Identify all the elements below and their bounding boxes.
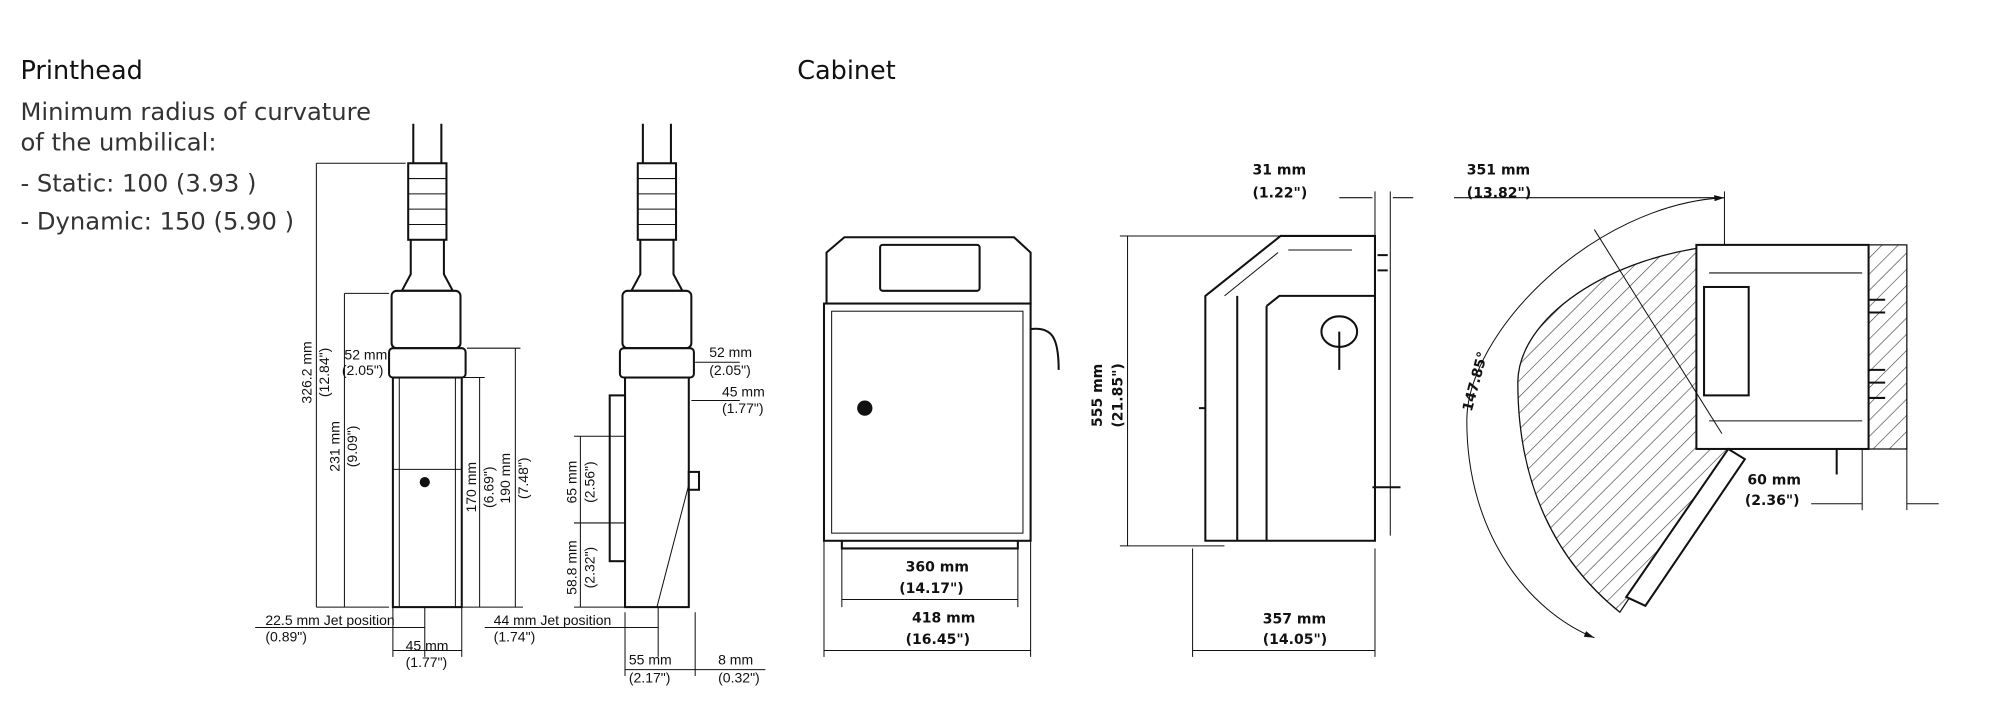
dim-jet-22-in: (0.89") bbox=[265, 629, 307, 645]
cabinet-side-view: 555 mm (21.85") 31 mm (1.22") 357 mm (14… bbox=[1090, 163, 1414, 657]
dim-360-mm: 360 mm bbox=[906, 559, 969, 575]
dim-angle: 147.85° bbox=[1460, 350, 1491, 413]
side-dim-52-in: (2.05") bbox=[709, 362, 751, 378]
dim-170-in: (6.69") bbox=[481, 466, 497, 508]
dim-351-in: (13.82") bbox=[1467, 186, 1531, 202]
cabinet-top-view: 351 mm (13.82") 147.85° 60 mm (2.36") bbox=[1454, 163, 1939, 639]
dim-351-mm: 351 mm bbox=[1467, 163, 1530, 179]
printhead-title: Printhead bbox=[20, 56, 142, 86]
dim-8-mm: 8 mm bbox=[718, 652, 753, 668]
curvature-line1: Minimum radius of curvature bbox=[20, 98, 371, 126]
dim-55-mm: 55 mm bbox=[629, 652, 672, 668]
dim-52-in: (2.05") bbox=[342, 362, 384, 378]
printhead-flange bbox=[388, 347, 467, 379]
dim-231-in: (9.09") bbox=[344, 426, 360, 468]
dim-357-in: (14.05") bbox=[1263, 632, 1327, 648]
dim-65-in: (2.56") bbox=[581, 461, 597, 503]
dim-418-mm: 418 mm bbox=[912, 610, 975, 626]
dim-58-in: (2.32") bbox=[581, 547, 597, 589]
dim-jet-44-in: (1.74") bbox=[494, 629, 536, 645]
printhead-screw-icon bbox=[419, 477, 430, 488]
printhead-side-view: 52 mm (2.05") 45 mm (1.77") 65 mm (2.56"… bbox=[484, 123, 766, 685]
dim-190-mm: 190 mm bbox=[497, 453, 513, 504]
curvature-line2: of the umbilical: bbox=[20, 129, 216, 157]
dim-326-mm: 326.2 mm bbox=[298, 341, 314, 403]
cabinet-front-view: 360 mm (14.17") 418 mm (16.45") bbox=[822, 236, 1060, 657]
side-dim-45-mm: 45 mm bbox=[722, 384, 765, 400]
dim-31-mm: 31 mm bbox=[1253, 163, 1307, 179]
dim-jet-44-mm: 44 mm Jet position bbox=[494, 612, 612, 628]
door-lock-icon bbox=[857, 400, 873, 416]
umbilical-connector bbox=[407, 162, 448, 241]
dim-555-in: (21.85") bbox=[1110, 363, 1126, 427]
printhead-body bbox=[391, 376, 463, 609]
cabinet-screen bbox=[879, 243, 981, 292]
printhead-front-view: 326.2 mm (12.84") 231 mm (9.09") 52 mm (… bbox=[255, 123, 531, 670]
dim-58-mm: 58.8 mm bbox=[564, 540, 580, 595]
dynamic-radius: - Dynamic: 150 (5.90 ) bbox=[20, 208, 294, 236]
dim-418-in: (16.45") bbox=[906, 632, 970, 648]
dim-60-mm: 60 mm bbox=[1747, 473, 1801, 489]
dim-65-mm: 65 mm bbox=[564, 461, 580, 504]
dim-52-mm: 52 mm bbox=[344, 347, 387, 363]
side-dim-52-mm: 52 mm bbox=[709, 344, 752, 360]
dim-55-in: (2.17") bbox=[629, 669, 671, 685]
cabinet-door bbox=[822, 302, 1032, 542]
dim-326-in: (12.84") bbox=[316, 348, 332, 397]
static-radius: - Static: 100 (3.93 ) bbox=[20, 169, 256, 197]
dim-31-in: (1.22") bbox=[1253, 186, 1308, 202]
cabinet-title: Cabinet bbox=[797, 56, 896, 86]
dim-231-mm: 231 mm bbox=[326, 421, 342, 472]
dim-190-in: (7.48") bbox=[515, 457, 531, 499]
dim-555-mm: 555 mm bbox=[1090, 364, 1106, 427]
dim-jet-22-mm: 22.5 mm Jet position bbox=[265, 612, 394, 628]
dim-45-in: (1.77") bbox=[406, 654, 448, 670]
dim-45-mm: 45 mm bbox=[406, 637, 449, 653]
side-dim-45-in: (1.77") bbox=[722, 400, 764, 416]
dim-360-in: (14.17") bbox=[899, 581, 963, 597]
dim-170-mm: 170 mm bbox=[463, 462, 479, 513]
dim-60-in: (2.36") bbox=[1745, 493, 1800, 509]
dim-357-mm: 357 mm bbox=[1263, 612, 1326, 628]
dim-8-in: (0.32") bbox=[718, 669, 760, 685]
